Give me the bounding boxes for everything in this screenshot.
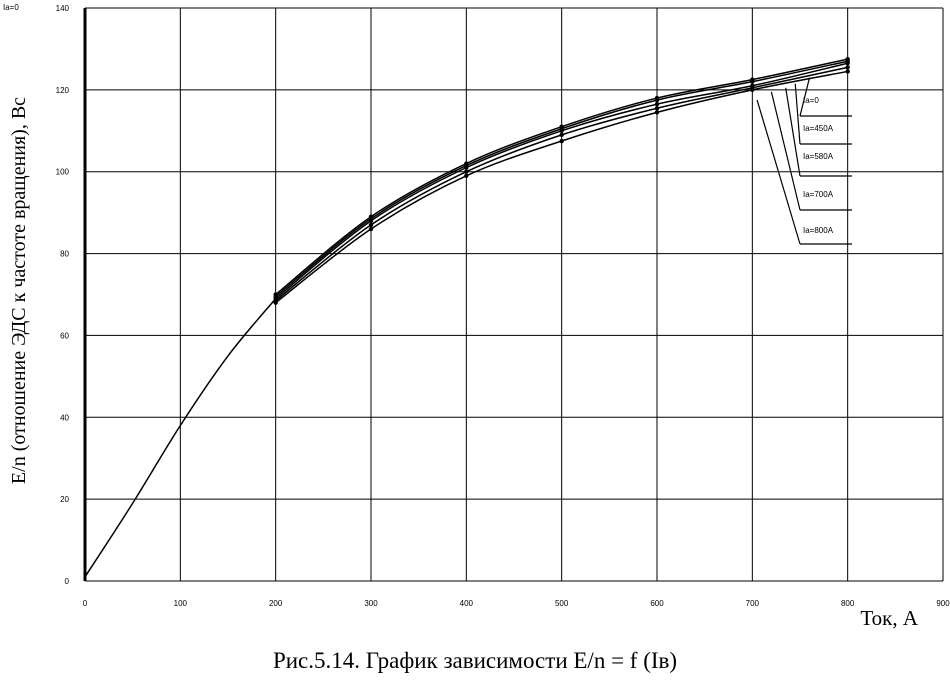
- data-point: [654, 101, 660, 107]
- data-point: [464, 173, 469, 179]
- y-tick-label: 140: [56, 4, 70, 13]
- x-tick-label: 800: [841, 599, 855, 608]
- legend-leader-line: [785, 87, 801, 177]
- data-point: [845, 69, 850, 74]
- data-point: [368, 222, 374, 228]
- data-point: [750, 79, 755, 84]
- legend-leader-line: [756, 99, 801, 245]
- y-tick-label: 120: [56, 86, 70, 95]
- legend-leader-line: [799, 77, 811, 117]
- legend-label: Ia=580A: [803, 152, 834, 161]
- data-point: [845, 61, 850, 66]
- y-tick-label: 60: [60, 331, 69, 340]
- x-tick-label: 500: [555, 599, 569, 608]
- data-point: [750, 87, 755, 93]
- data-point: [368, 218, 374, 224]
- x-tick-label: 200: [269, 599, 283, 608]
- data-point: [845, 65, 850, 70]
- data-point: [654, 106, 660, 111]
- common-curve-line: [84, 298, 277, 578]
- x-tick-label: 600: [650, 599, 664, 608]
- legend-label: Ia=450A: [803, 124, 834, 133]
- x-tick-label: 900: [936, 599, 950, 608]
- corner-label: Ia=0: [3, 3, 19, 12]
- data-point: [368, 226, 374, 232]
- x-tick-label: 300: [364, 599, 378, 608]
- data-point: [464, 169, 469, 174]
- y-tick-label: 20: [60, 495, 69, 504]
- data-point: [654, 97, 660, 103]
- data-point: [559, 132, 564, 138]
- y-tick-label: 80: [60, 250, 69, 259]
- data-point: [654, 110, 660, 115]
- data-point: [559, 138, 564, 144]
- x-tick-label: 700: [746, 599, 760, 608]
- y-tick-label: 100: [56, 168, 70, 177]
- y-tick-label: 40: [60, 413, 69, 422]
- data-point: [464, 165, 469, 170]
- x-axis-label: Ток, А: [860, 606, 918, 630]
- y-tick-label: 0: [65, 577, 70, 586]
- legend-label: Ia=800A: [803, 226, 834, 235]
- x-tick-label: 400: [460, 599, 474, 608]
- legend-leader-line: [770, 91, 801, 211]
- legend-label: Ia=700A: [803, 190, 834, 199]
- legend-leader-line: [794, 83, 801, 145]
- figure-caption: Рис.5.14. График зависимости E/n = f (Iв…: [272, 648, 678, 673]
- x-tick-label: 0: [83, 599, 88, 608]
- x-tick-label: 100: [174, 599, 188, 608]
- legend-label: Ia=0: [803, 96, 819, 105]
- data-point: [559, 128, 564, 133]
- data-point: [273, 300, 278, 305]
